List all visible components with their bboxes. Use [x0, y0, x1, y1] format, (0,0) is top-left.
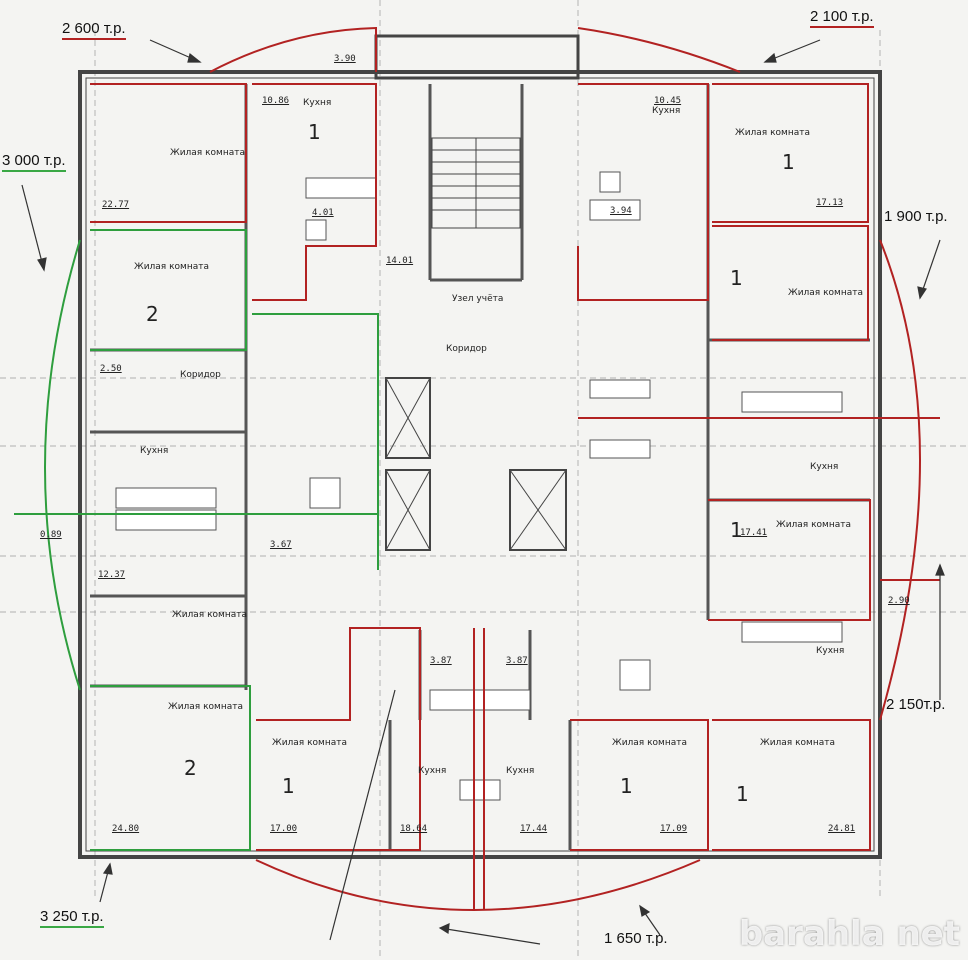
- room-label: Коридор: [180, 370, 221, 380]
- room-label: Кухня: [303, 98, 332, 108]
- area-value: 3.94: [610, 206, 632, 216]
- area-value: 18.64: [400, 824, 428, 834]
- area-value: 2.90: [888, 596, 910, 606]
- room-label: Кухня: [506, 766, 535, 776]
- room-label: Жилая комната: [612, 738, 687, 748]
- price-label: 1 650 т.р.: [604, 930, 668, 947]
- stair-elevator-core: [385, 137, 567, 551]
- area-value: 4.01: [312, 208, 334, 218]
- price-label: 1 900 т.р.: [884, 208, 948, 225]
- area-value: 12.37: [98, 570, 126, 580]
- area-value: 10.45: [654, 96, 682, 106]
- room-label: Кухня: [418, 766, 447, 776]
- area-value: 17.09: [660, 824, 688, 834]
- apartment-number: 2: [146, 302, 159, 326]
- area-value: 3.67: [270, 540, 292, 550]
- watermark: barahla net: [738, 914, 960, 954]
- area-value: 22.77: [102, 200, 130, 210]
- price-label: 2 100 т.р.: [810, 8, 874, 28]
- room-label: Жилая комната: [134, 262, 209, 272]
- room-label: Жилая комната: [170, 148, 245, 158]
- green-apartment-outlines: [14, 229, 379, 851]
- red-apartment-outlines: [90, 26, 940, 911]
- area-value: 17.44: [520, 824, 548, 834]
- area-value: 10.86: [262, 96, 290, 106]
- apartment-number: 1: [730, 518, 743, 542]
- apartment-number: 1: [308, 120, 321, 144]
- apartment-number: 2: [184, 756, 197, 780]
- area-value: 14.01: [386, 256, 414, 266]
- area-value: 0.89: [40, 530, 62, 540]
- room-label: Жилая комната: [172, 610, 247, 620]
- apartment-number: 1: [282, 774, 295, 798]
- price-arrows: [21, 39, 945, 945]
- area-value: 17.13: [816, 198, 844, 208]
- apartment-number: 1: [782, 150, 795, 174]
- price-label: 2 600 т.р.: [62, 20, 126, 40]
- room-label: Жилая комната: [760, 738, 835, 748]
- price-label: 3 250 т.р.: [40, 908, 104, 928]
- area-value: 17.41: [740, 528, 768, 538]
- area-value: 24.81: [828, 824, 856, 834]
- room-label: Жилая комната: [788, 288, 863, 298]
- room-label: Жилая комната: [776, 520, 851, 530]
- area-value: 24.80: [112, 824, 140, 834]
- room-label: Жилая комната: [735, 128, 810, 138]
- room-label: Кухня: [140, 446, 169, 456]
- fixtures: [115, 171, 843, 801]
- price-label: 3 000 т.р.: [2, 152, 66, 172]
- room-label: Коридор: [446, 344, 487, 354]
- price-label: 2 150т.р.: [886, 696, 946, 713]
- room-label: Кухня: [652, 106, 681, 116]
- room-label: Кухня: [810, 462, 839, 472]
- outer-walls: [78, 34, 882, 859]
- apartment-number: 1: [620, 774, 633, 798]
- apartment-number: 1: [730, 266, 743, 290]
- apartment-number: 1: [736, 782, 749, 806]
- area-value: 3.87: [506, 656, 528, 666]
- area-value: 2.50: [100, 364, 122, 374]
- room-label: Жилая комната: [272, 738, 347, 748]
- room-label: Жилая комната: [168, 702, 243, 712]
- area-value: 3.87: [430, 656, 452, 666]
- room-label: Узел учёта: [452, 294, 504, 304]
- room-label: Кухня: [816, 646, 845, 656]
- area-value: 3.90: [334, 54, 356, 64]
- interior-walls: [90, 84, 870, 850]
- area-value: 17.00: [270, 824, 298, 834]
